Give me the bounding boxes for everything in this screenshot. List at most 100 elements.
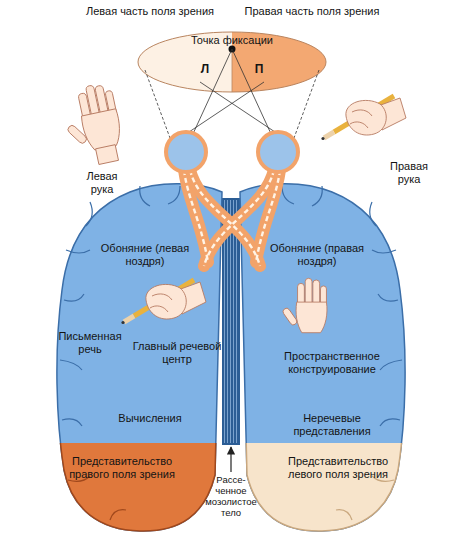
finger [298,283,305,305]
right-hand-writing [321,96,406,140]
lobe-fill [240,184,405,531]
finger [105,90,117,115]
left-occipital-lobe-outline [57,443,222,531]
gyrus-line [62,419,82,426]
function-label: Пространственное конструирование [274,350,390,375]
right-occipital-lobe-outline [240,443,405,531]
region-label: Представительство правого поля зрения [62,455,182,480]
corpus-callosum [222,198,240,445]
lobe-fill [57,443,222,531]
finger [305,278,312,305]
left-eye [166,132,206,172]
gyrus-line [370,202,376,226]
function-label: Письменная речь [56,330,124,355]
right-hemisphere-outline [240,184,405,531]
hand-label: Правая рука [384,160,434,185]
gyrus-line [64,294,84,301]
pencil-tip [324,132,334,138]
pointer-arrow [230,447,231,472]
optic-tract [256,170,280,262]
wrist [178,282,206,314]
optic-fibre [184,170,208,262]
gyrus-line [110,510,126,520]
hand-label: Левая рука [80,170,124,195]
sight-line [200,82,278,134]
optic-fibre [204,170,274,266]
gyrus-line [380,419,400,426]
left-hemisphere: Обоняние (левая ноздря) Письменная речьГл… [50,180,224,532]
region-label: Представительство левого поля зрения [276,455,400,480]
gyrus-line [140,186,150,206]
optic-fibre [256,170,280,262]
callosum-fibre [236,200,237,443]
gyrus-line [380,360,402,370]
finger-lines [350,110,372,128]
optic-tracts [184,170,280,266]
half-letter: Л [195,63,215,77]
right-field-half [232,32,326,92]
gyrus-line [168,186,180,204]
pencil-tip [124,316,134,322]
lobe-fill [240,443,405,531]
pencil-lead [321,137,324,140]
optic-tract [190,170,260,266]
optic-tract [204,170,274,266]
finger-lines [150,294,172,312]
function-label: Обоняние (левая ноздря) [90,242,200,267]
gyrus-line [66,250,90,253]
left-occipital-lobe: Представительство правого поля зрения [50,443,224,532]
callosum-fibres [225,200,237,443]
left-hand [58,81,126,169]
gyrus-line [312,186,322,206]
callosum-fibre [233,200,234,443]
callosum-fibre [224,200,225,443]
gyrus-line [372,250,396,253]
pencil [334,96,394,132]
lobe-fill [57,184,222,531]
left-field-half [138,32,232,92]
sight-line [186,82,264,134]
function-label: Главный речевой центр [130,340,224,365]
gyrus-line [86,202,92,226]
callosum-label: Рассе- ченное мозолистое тело [202,475,260,519]
field-heading: Левая часть поля зрения [70,5,230,18]
wrist [378,98,406,130]
gyrus-line [336,510,352,520]
gyrus-line [378,294,398,301]
right-hemisphere: Обоняние (правая ноздря) Пространственное… [238,180,412,532]
sight-line [232,49,272,136]
sight-line [294,70,319,138]
sight-lines [145,49,319,138]
field-divider [232,50,233,92]
function-label: Неречевые представления [274,412,390,437]
pencil-lead [121,321,124,324]
gyrus-line [282,186,294,204]
optic-fibre [190,170,260,266]
right-occipital-lobe: Представительство левого поля зрения [238,443,412,532]
gyrus-line [60,360,82,370]
palm [81,109,124,152]
visual-field: Точка фиксацииЛП [137,30,327,94]
finger [85,85,99,118]
fixation-point [229,46,236,53]
open-hand [282,278,327,332]
optic-fibres [184,170,280,266]
callosum-fibre [227,200,228,443]
function-label: Вычисления [100,412,200,425]
palm [296,302,327,333]
function-label: Обоняние (правая ноздря) [262,242,372,267]
thumb [66,124,88,145]
field-heading: Правая часть поля зрения [232,5,392,18]
thumb [282,307,298,326]
optic-tract [184,170,208,262]
finger [313,280,320,306]
finger [95,85,109,116]
finger [321,286,327,306]
wrist [96,145,119,165]
fist [346,100,386,135]
pencil [134,280,194,316]
left-hemisphere-outline [57,184,222,531]
writing-hand [121,280,206,324]
finger [78,93,91,120]
